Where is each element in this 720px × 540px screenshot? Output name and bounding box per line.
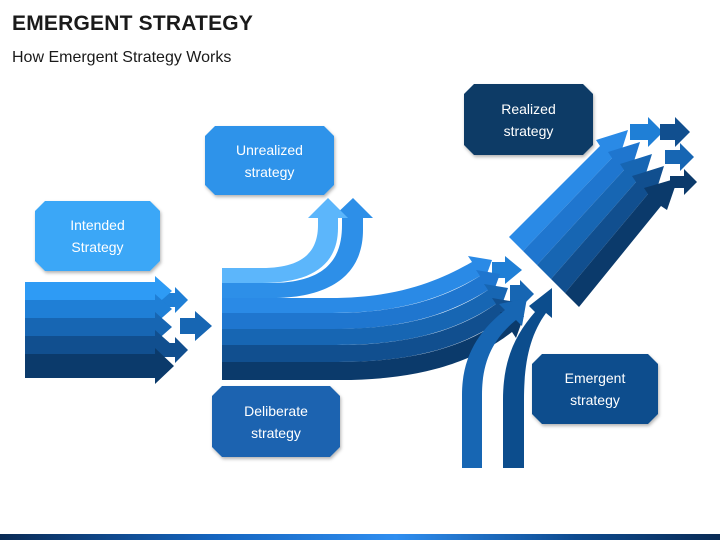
realized-band-1 [509, 130, 628, 251]
intended-strategy-box [35, 201, 160, 271]
emergent-arrow-right [503, 288, 552, 468]
realized-band-3 [537, 154, 652, 279]
emergent-strategy-box [532, 354, 658, 424]
unrealized-strategy-box [205, 126, 334, 195]
emergent-arrow-left [462, 298, 527, 468]
intended-band-3 [25, 312, 172, 342]
slide-subtitle: How Emergent Strategy Works [12, 49, 232, 66]
footer-accent-bar [0, 534, 720, 540]
unrealized-arrow-outer [222, 198, 373, 298]
intended-band-1 [25, 276, 172, 306]
realized-small-arrow-4 [670, 169, 697, 195]
deliberate-strategy-box [212, 386, 340, 457]
deliberate-band-3 [222, 284, 508, 345]
intended-band-5 [25, 348, 174, 384]
realized-small-arrow-3 [665, 143, 694, 171]
deliberate-band-2 [222, 270, 500, 329]
realized-strategy-box [464, 84, 593, 155]
deliberate-band-5 [222, 312, 524, 380]
intended-band-2 [25, 294, 172, 324]
intended-arrow-stack [25, 276, 212, 384]
slide-title: EMERGENT STRATEGY [12, 12, 254, 35]
deliberate-band-1 [222, 256, 492, 313]
unrealized-arrow-inner [222, 198, 348, 283]
deliberate-band-4 [222, 298, 516, 362]
unrealized-arrows [222, 198, 373, 298]
realized-arrow-stack [509, 117, 697, 307]
deliberate-small-arrow-1 [492, 256, 522, 284]
realized-small-arrow-2 [660, 117, 690, 147]
realized-band-2 [523, 142, 640, 265]
intended-small-arrow-2 [180, 311, 212, 341]
realized-band-5 [565, 178, 678, 307]
emergent-arrows [462, 288, 552, 468]
intended-band-4 [25, 330, 172, 360]
realized-band-4 [551, 166, 664, 293]
realized-small-arrow-1 [630, 117, 663, 147]
